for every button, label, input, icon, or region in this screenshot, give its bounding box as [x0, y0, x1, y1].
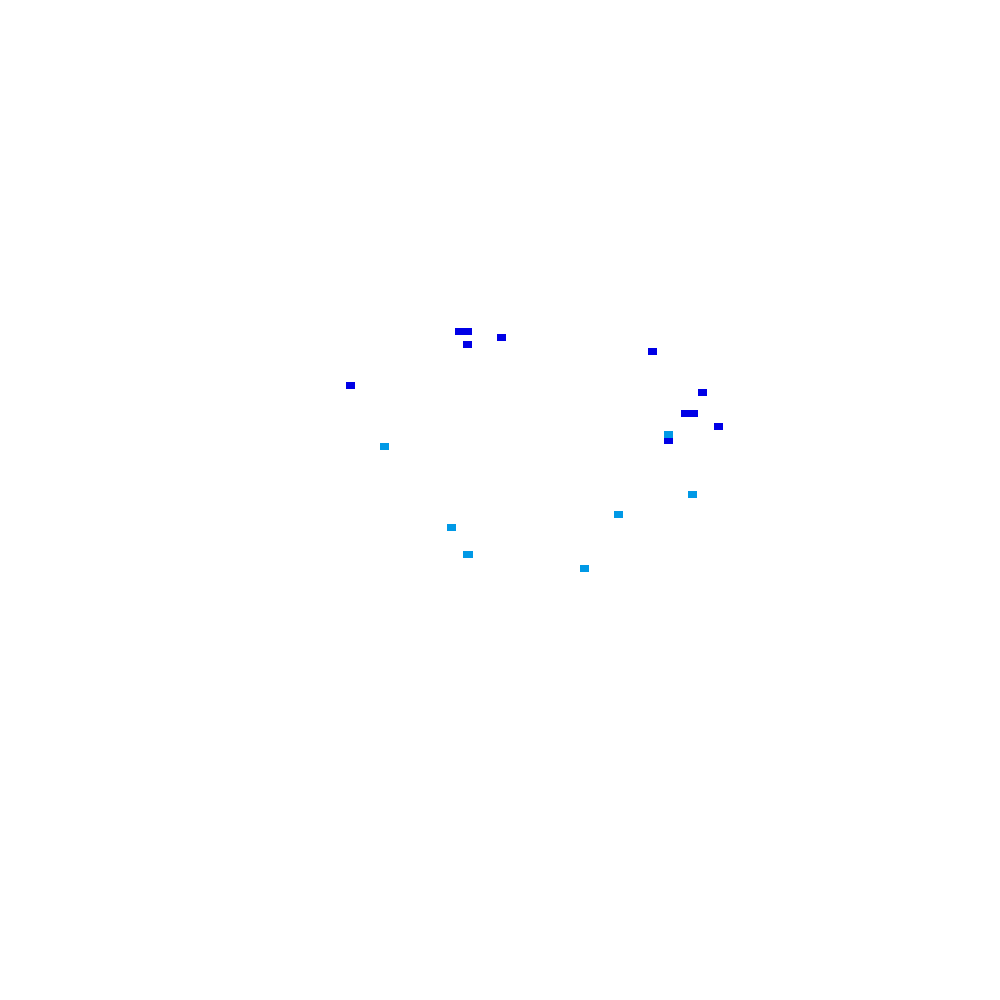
light-blue-pixel [688, 491, 697, 498]
light-blue-pixel [614, 511, 623, 518]
light-blue-pixel [580, 565, 589, 572]
dark-blue-pixel-group [346, 328, 723, 444]
dark-blue-pixel [346, 382, 355, 389]
light-blue-pixel [664, 431, 673, 438]
dark-blue-pixel [664, 437, 673, 444]
dark-blue-pixel [648, 348, 657, 355]
dark-blue-pixel [681, 410, 698, 417]
dark-blue-pixel [714, 423, 723, 430]
light-blue-pixel [463, 551, 473, 558]
dark-blue-pixel [497, 334, 506, 341]
light-blue-pixel [447, 524, 456, 531]
dark-blue-pixel [455, 328, 472, 335]
light-blue-pixel-group [380, 431, 697, 572]
dark-blue-pixel [698, 389, 707, 396]
dark-blue-pixel [463, 341, 472, 348]
light-blue-pixel [380, 443, 389, 450]
